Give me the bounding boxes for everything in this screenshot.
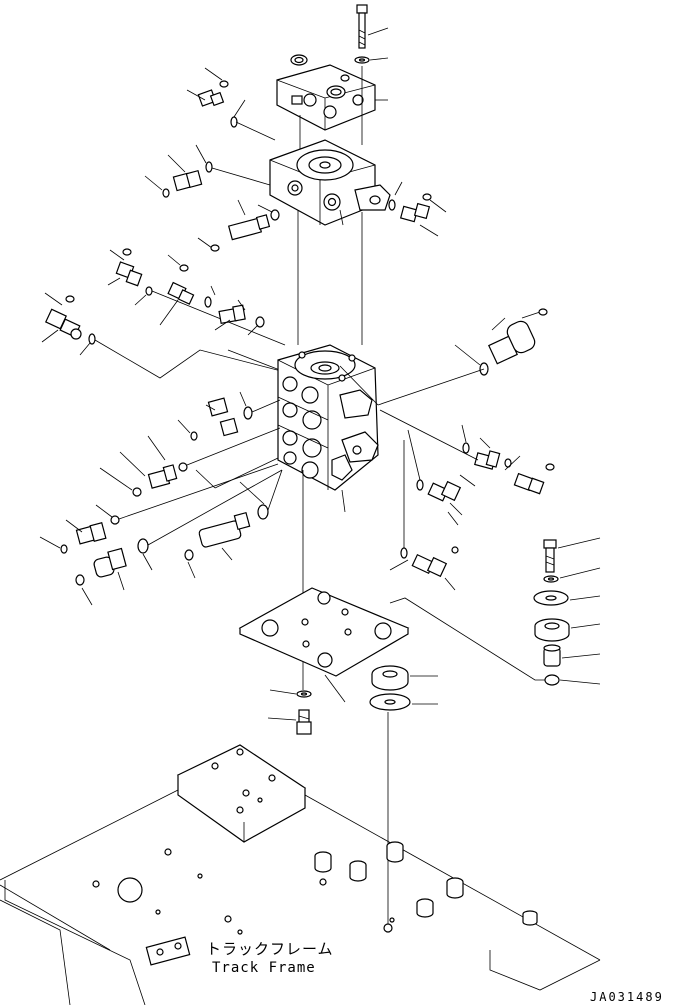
elbow-fitting-icon <box>44 308 82 340</box>
o-ring-icon <box>132 487 142 497</box>
washer-icon <box>543 575 559 583</box>
elbow-fitting-icon <box>197 89 225 107</box>
mount-bracket-icon <box>238 587 410 677</box>
top-washer-icon <box>354 56 370 64</box>
o-ring-icon <box>110 515 120 525</box>
valve-body-upper-icon <box>269 139 391 226</box>
relief-valve-icon <box>198 511 251 548</box>
o-ring-icon <box>179 264 189 272</box>
o-ring-icon <box>204 296 212 308</box>
o-ring-icon <box>178 462 188 472</box>
o-ring-icon <box>416 479 424 491</box>
elbow-fitting-icon <box>427 480 462 502</box>
track-frame-label-en: Track Frame <box>212 960 316 976</box>
o-ring-icon <box>257 504 269 520</box>
cushion-rubber-icon <box>371 665 409 691</box>
washer-icon <box>533 590 569 606</box>
o-ring-icon <box>184 549 194 561</box>
o-ring-icon <box>462 442 470 454</box>
track-frame-label-jp: トラックフレーム <box>206 940 334 958</box>
o-ring-icon <box>210 244 220 252</box>
o-ring-icon <box>75 574 85 586</box>
straight-fitting-icon <box>93 547 127 578</box>
o-ring-icon <box>137 538 149 554</box>
straight-fitting-icon <box>474 450 501 470</box>
straight-fitting-icon <box>218 304 246 324</box>
bolt-icon <box>296 709 312 735</box>
elbow-fitting-icon <box>167 281 195 305</box>
cushion-rubber-icon <box>369 693 411 711</box>
relief-valve-icon <box>227 214 271 241</box>
drawing-code: JA031489 <box>590 990 664 1004</box>
cushion-rubber-icon <box>534 618 570 642</box>
o-ring-icon <box>545 463 555 471</box>
o-ring-icon <box>255 316 265 328</box>
o-ring-icon <box>219 80 229 88</box>
o-ring-icon <box>544 674 560 686</box>
valve-body-main-icon <box>277 344 379 491</box>
o-ring-icon <box>422 193 432 201</box>
elbow-fitting-icon <box>488 320 536 365</box>
elbow-fitting-icon <box>513 472 545 495</box>
o-ring-icon <box>230 116 238 128</box>
o-ring-icon <box>60 544 68 554</box>
o-ring-icon <box>65 295 75 303</box>
o-ring-icon <box>400 547 408 559</box>
bolt-icon <box>543 539 557 573</box>
o-ring-icon <box>205 161 213 173</box>
o-ring-icon <box>538 308 548 316</box>
o-ring-icon <box>451 546 459 554</box>
straight-fitting-icon <box>207 397 239 437</box>
o-ring-icon <box>270 209 280 221</box>
straight-fitting-icon <box>147 464 178 489</box>
o-ring-icon <box>504 458 512 468</box>
straight-fitting-icon <box>75 521 107 545</box>
elbow-fitting-icon <box>399 202 431 223</box>
spacer-icon <box>543 644 561 667</box>
straight-fitting-icon <box>172 169 203 192</box>
o-ring-icon <box>162 188 170 198</box>
elbow-fitting-icon <box>411 553 448 578</box>
valve-cover-icon <box>276 54 376 131</box>
o-ring-icon <box>145 286 153 296</box>
top-bolt-icon <box>356 4 368 49</box>
o-ring-icon <box>88 333 96 345</box>
o-ring-icon <box>190 431 198 441</box>
o-ring-icon <box>122 248 132 256</box>
elbow-fitting-icon <box>115 261 143 287</box>
track-frame-icon <box>0 744 601 1005</box>
o-ring-icon <box>243 406 253 420</box>
o-ring-icon <box>388 199 396 211</box>
washer-icon <box>296 690 312 698</box>
